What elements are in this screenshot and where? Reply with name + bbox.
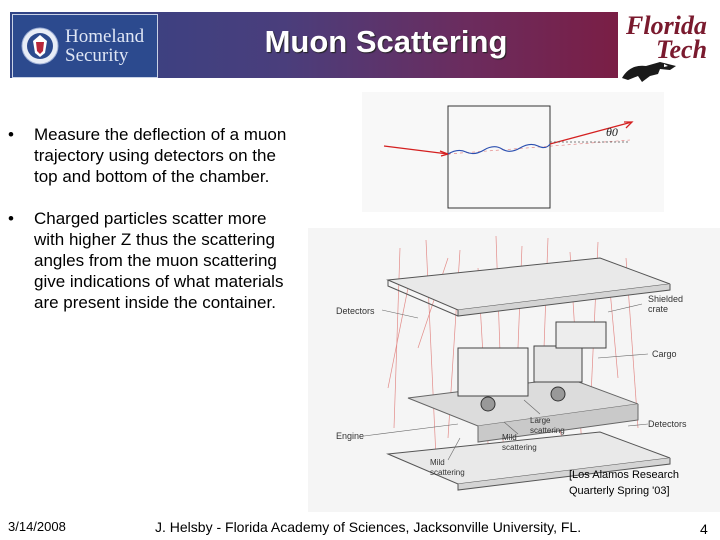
citation-line1: [Los Alamos Research xyxy=(569,469,680,481)
label-large-scattering: Large scattering xyxy=(530,416,565,435)
dhs-wordmark-line1: Homeland xyxy=(65,26,145,47)
florida-tech-logo: Florida Tech xyxy=(620,10,720,82)
muon-deflection-diagram: θ0 xyxy=(383,105,634,209)
cargo-scan-diagram xyxy=(363,235,671,491)
label-detectors-bottom: Detectors xyxy=(648,419,687,429)
footer-date: 3/14/2008 xyxy=(8,519,66,534)
label-engine: Engine xyxy=(336,431,365,441)
bullet-list: • Measure the deflection of a muon traje… xyxy=(8,124,298,334)
label-detectors-top: Detectors xyxy=(336,306,375,316)
citation: [Los Alamos Research Quarterly Spring '0… xyxy=(569,467,679,499)
slide-title: Muon Scattering xyxy=(264,24,508,59)
citation-line2: Quarterly Spring '03] xyxy=(569,485,670,497)
cargo-scan-figure: Detectors Shielded crate Cargo Detectors… xyxy=(308,228,720,512)
gator-mascot-icon xyxy=(622,62,676,82)
bullet-item: • Charged particles scatter more with hi… xyxy=(8,208,298,313)
footer-credit: J. Helsby - Florida Academy of Sciences,… xyxy=(155,519,582,535)
label-cargo: Cargo xyxy=(652,349,677,359)
bullet-item: • Measure the deflection of a muon traje… xyxy=(8,124,298,187)
florida-tech-line1: Florida xyxy=(626,11,707,40)
label-mild-scattering-2: Mild scattering xyxy=(430,458,465,477)
bullet-text: Charged particles scatter more with high… xyxy=(34,209,284,312)
muon-deflection-figure: θ0 xyxy=(362,92,664,212)
label-mild-scattering-1: Mild scattering xyxy=(502,433,537,452)
bullet-dot-icon: • xyxy=(8,209,14,228)
bullet-text: Measure the deflection of a muon traject… xyxy=(34,125,287,186)
florida-tech-line2: Tech xyxy=(656,35,708,64)
angle-label: θ0 xyxy=(606,125,618,139)
bullet-dot-icon: • xyxy=(8,125,14,144)
page-number: 4 xyxy=(700,521,708,537)
homeland-security-logo: Homeland Security xyxy=(12,14,158,78)
florida-tech-wordmark: Florida Tech xyxy=(626,11,708,64)
dhs-seal-icon xyxy=(21,27,59,65)
label-shielded-crate: Shielded crate xyxy=(648,294,684,314)
dhs-wordmark: Homeland Security xyxy=(65,27,144,65)
dhs-wordmark-line2: Security xyxy=(65,45,129,66)
